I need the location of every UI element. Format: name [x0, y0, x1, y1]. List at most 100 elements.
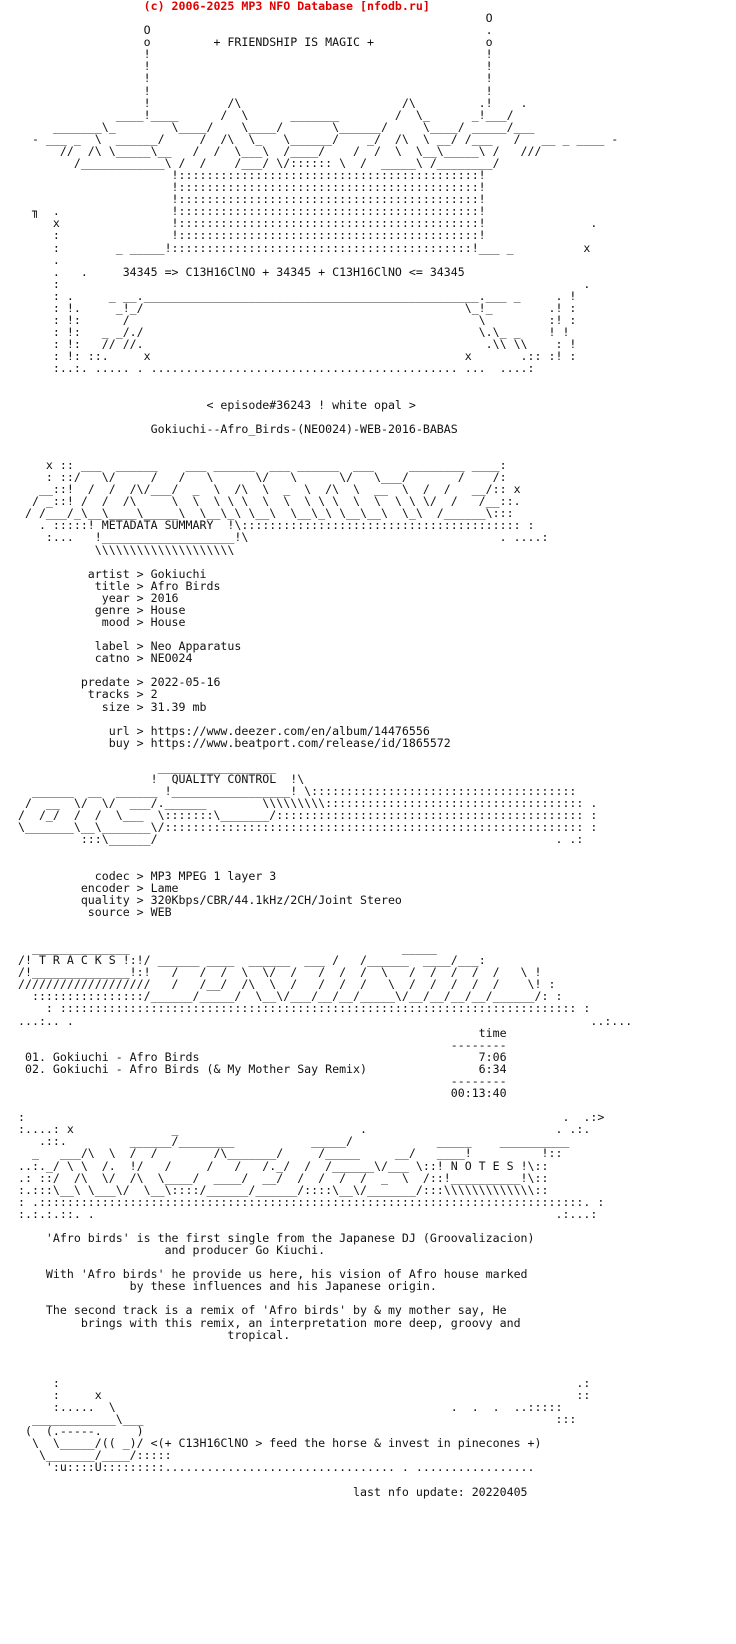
notes-paragraph-line: With 'Afro birds' he provide us here, hi… — [18, 1267, 528, 1282]
ascii-art-line: _ ___/\ \ / / /\_______/ /_____ __/ ____… — [18, 1146, 563, 1161]
ascii-art-line: \_______/____/::::: — [18, 1448, 172, 1463]
metadata-row: genre > House — [18, 602, 186, 617]
ascii-art-line: : !: // //. .\\ \\ : ! — [18, 337, 577, 352]
ascii-art-line: .: ::/ /\ \/ /\ \____/ ____/ __/ / / / /… — [18, 1170, 549, 1185]
ascii-art-line: /____________\ / / /___/ \/:::::: \ / __… — [18, 156, 500, 171]
quality-row: source > WEB — [18, 904, 172, 919]
ascii-art-line: : .:::::::::::::::::::::::::::::::::::::… — [18, 1194, 605, 1209]
ascii-art-line: \_______\__\_______\/:::::::::::::::::::… — [18, 820, 598, 835]
release-name: Gokiuchi--Afro_Birds-(NEO024)-WEB-2016-B… — [18, 421, 458, 436]
ascii-art-line: _______\_ \____/ \____/ \______/ \____/ … — [18, 119, 535, 134]
ascii-art-line: ( (.-----. ) — [18, 1424, 144, 1439]
ascii-art-line: ...:.. . ..:... — [18, 1013, 633, 1028]
metadata-row: mood > House — [18, 614, 186, 629]
credit-header: (c) 2006-2025 MP3 NFO Database [nfodb.ru… — [18, 0, 430, 13]
ascii-art-line: __::! / / /\/___/ _ \ /\ \ _ \ /\ \ __ \… — [18, 482, 521, 497]
ascii-art-line: :... !___________________!\ . ....: — [18, 530, 549, 545]
ascii-art-line: / _::! / / /\ \ \ \ \ \ \ \ \ \ \ \ \ \ … — [18, 494, 521, 509]
ascii-art-line: / /___/_\__\____\_____\ \__\_\ \__\ \__\… — [18, 506, 514, 521]
ascii-art-line: : !: / \ :! : — [18, 313, 577, 328]
ascii-art-line: ____!____ / \ _______ / \_ _!___/ — [18, 107, 521, 122]
metadata-row: url > https://www.deezer.com/en/album/14… — [18, 723, 430, 738]
metadata-row: size > 31.39 mb — [18, 699, 207, 714]
friendship-motto: + FRIENDSHIP IS MAGIC + — [213, 35, 374, 50]
ascii-art-line: : !:::::::::::::::::::::::::::::::::::::… — [18, 228, 486, 243]
ascii-art-line: : .: — [18, 1375, 591, 1390]
quality-section-title: QUALITY CONTROL — [171, 772, 277, 786]
tracks-total: 00:13:40 — [18, 1086, 507, 1101]
ascii-art-line: ______________ _____ — [18, 941, 437, 956]
ascii-art-line: - ___ _ \ ______/ / /\ \_ \______/ _/ /\… — [18, 131, 619, 146]
metadata-row: year > 2016 — [18, 590, 179, 605]
ascii-art-line: ':u::::U:::::::::.......................… — [18, 1460, 535, 1475]
ascii-art-line: _________________ — [18, 759, 277, 774]
track-row: 01. Gokiuchi - Afro Birds 7:06 — [18, 1049, 507, 1064]
metadata-row: title > Afro Birds — [18, 578, 221, 593]
ascii-art-line: : !. _!_/ \_!_ .! : — [18, 300, 577, 315]
ascii-art-line: ______ __ ______ !_________________! \::… — [18, 784, 577, 799]
formula-line: . . 34345 => C13H16ClNO + 34345 + C13H16… — [18, 264, 465, 279]
ascii-art-line: ____________\___ ::: — [18, 1412, 577, 1427]
ascii-art-line: ! ! — [18, 59, 493, 74]
ascii-art-line: : ::::::::::::::::::::::::::::::::::::::… — [18, 1001, 591, 1016]
ascii-art-line: .::. ______/________ _____/ _____ ______… — [18, 1134, 570, 1149]
notes-banner-line: ..:._/ \ \ /. !/ / / / /._/ / /______\/_… — [18, 1158, 549, 1173]
ascii-art-line: : !: ::. x x .:: :! : — [18, 349, 577, 364]
ascii-art-line: O — [18, 11, 493, 26]
ascii-art-line: :....: x _ . . .:. — [18, 1122, 591, 1137]
ascii-art-line: ! ! — [18, 47, 493, 62]
ascii-art-line: x :: ___ ______ ___ ______ ___ ______ __… — [18, 457, 507, 472]
quality-row: codec > MP3 MPEG 1 layer 3 — [18, 868, 277, 883]
metadata-row: tracks > 2 — [18, 687, 158, 702]
ascii-art-line: :.:::\__\ \___\/ \__\::::/______/______/… — [18, 1182, 549, 1197]
quality-banner-line: ! QUALITY CONTROL !\ — [18, 772, 305, 786]
ascii-art-line: \\\\\\\\\\\\\\\\\\\\ — [18, 542, 235, 557]
tracks-section-title: T R A C K S — [38, 953, 116, 968]
ascii-art-line: /////////////////// / /__/ /\ \ / / / / … — [18, 977, 556, 992]
ascii-art-line: : . — [18, 276, 591, 291]
metadata-row: catno > NEO024 — [18, 651, 193, 666]
notes-paragraph-line: by these influences and his Japanese ori… — [18, 1279, 437, 1294]
ascii-art-line: ::::::::::::::::/______/_____/ \__\/___/… — [18, 989, 563, 1004]
ascii-art-line: . — [18, 252, 60, 267]
ascii-art-line: -------- — [18, 1037, 507, 1052]
ascii-art-line: / __ \/ \/ ___/.______ \\\\\\\\\::::::::… — [18, 796, 598, 811]
nfo-document: (c) 2006-2025 MP3 NFO Database [nfodb.ru… — [18, 0, 632, 1498]
notes-paragraph-line: brings with this remix, an interpretatio… — [18, 1315, 521, 1330]
last-update: last nfo update: 20220405 — [18, 1484, 528, 1499]
ascii-art-line: :..... \ . . . ..::::: — [18, 1400, 563, 1415]
ascii-art-line: ! /\ /\ .! . — [18, 95, 528, 110]
ascii-art-line: / /_/ / / \___ \:::::::\_______/::::::::… — [18, 808, 598, 823]
ascii-art-line: : ::/ \/ / / \ \/ \ \/ \___/ / /: — [18, 470, 507, 485]
metadata-banner-line: . :::::! METADATA SUMMARY !\::::::::::::… — [18, 518, 535, 533]
ascii-art-line: :::\______/ . .: — [18, 832, 584, 847]
metadata-row: artist > Gokiuchi — [18, 566, 207, 581]
ascii-art-line: :..:. ..... . ..........................… — [18, 361, 535, 376]
notes-paragraph-line: 'Afro birds' is the first single from th… — [18, 1230, 535, 1245]
quality-row: quality > 320Kbps/CBR/44.1kHz/2CH/Joint … — [18, 892, 402, 907]
episode-line: < episode#36243 ! white opal > — [18, 397, 416, 412]
ascii-art-line: : . .:> — [18, 1110, 605, 1125]
ascii-art-line: !:::::::::::::::::::::::::::::::::::::::… — [18, 180, 486, 195]
notes-paragraph-line: tropical. — [18, 1327, 291, 1342]
tracks-time-header: time — [18, 1025, 507, 1040]
ascii-art-line: : !: _ _/./ \.\_ _ ! ! — [18, 325, 570, 340]
ascii-art-line: ! ! — [18, 83, 493, 98]
ascii-art-line: // /\ \_____\__ / / \___\ /____/ / / \ \… — [18, 143, 542, 158]
ascii-art-line: O . — [18, 23, 493, 38]
ascii-art-line: -------- — [18, 1073, 507, 1088]
ascii-art-line: : . _ __._______________________________… — [18, 288, 577, 303]
metadata-row: predate > 2022-05-16 — [18, 675, 221, 690]
notes-section-title: N O T E S — [450, 1158, 514, 1173]
ascii-art-line: !:::::::::::::::::::::::::::::::::::::::… — [18, 192, 486, 207]
ascii-art-line: !:::::::::::::::::::::::::::::::::::::::… — [18, 168, 486, 183]
ascii-art-line: :.:.:.::. . .:...: — [18, 1206, 598, 1221]
motto-line: o + FRIENDSHIP IS MAGIC + o — [18, 35, 493, 50]
ascii-art-line: : _ _____!::::::::::::::::::::::::::::::… — [18, 240, 591, 255]
notes-paragraph-line: and producer Go Kiuchi. — [18, 1243, 326, 1258]
tracks-banner-line: /! T R A C K S !:!/ ______ ____ ______ _… — [18, 953, 486, 968]
footer-slogan: \ \_____/(( _)/ <(+ C13H16ClNO > feed th… — [18, 1436, 542, 1451]
ascii-art-line: ╖ . !:::::::::::::::::::::::::::::::::::… — [18, 204, 486, 219]
metadata-row: buy > https://www.beatport.com/release/i… — [18, 735, 451, 750]
metadata-row: label > Neo Apparatus — [18, 639, 242, 654]
